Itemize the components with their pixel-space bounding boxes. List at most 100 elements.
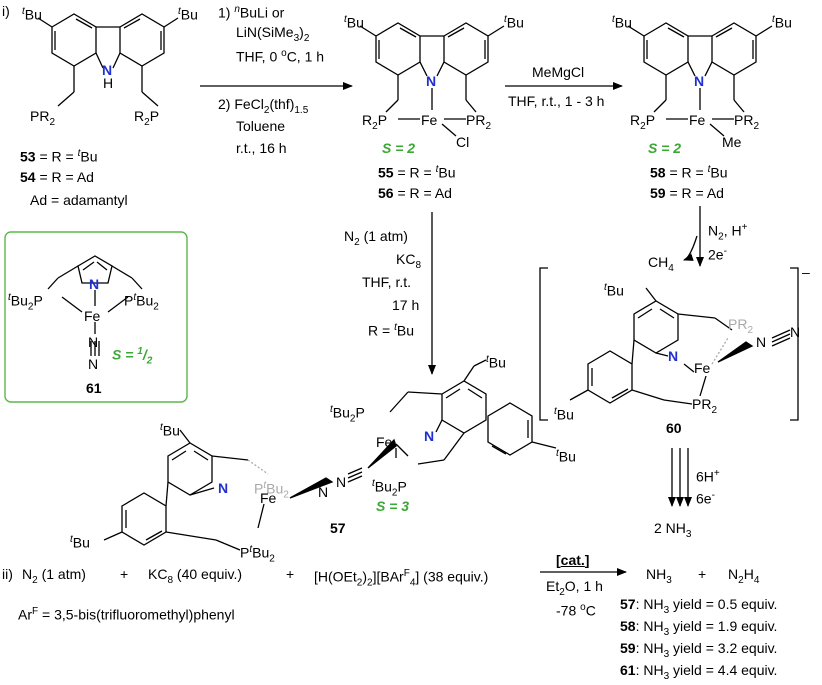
arf-definition: ArF = 3,5-bis(trifluoromethyl)phenyl xyxy=(18,606,235,623)
iron-atom: Fe xyxy=(689,112,706,128)
tbu-label: tBu xyxy=(772,14,792,31)
tbu-label: tBu xyxy=(160,422,180,439)
solvent-condition: Et2O, 1 h xyxy=(546,578,603,598)
compound-61-label: 61 xyxy=(86,380,102,396)
anion-charge: – xyxy=(802,264,810,280)
step4-reagent: N2, H+ xyxy=(708,222,748,243)
pr2-group: PR2 xyxy=(466,112,492,132)
step3-line4: 17 h xyxy=(392,297,420,313)
complex-57-structure xyxy=(103,359,557,551)
step1-line3: THF, 0 oC, 1 h xyxy=(236,48,325,65)
ptbu2-group: tBu2P xyxy=(372,478,407,499)
plus-sign: + xyxy=(286,566,295,582)
spin-state-58: S = 2 xyxy=(648,140,682,156)
step1-line6: r.t., 16 h xyxy=(236,140,287,156)
nitrogen-atom: N xyxy=(756,334,767,350)
tbu-label: tBu xyxy=(344,14,364,31)
nitrogen-atom: N xyxy=(102,62,113,78)
step1-line4: 2) FeCl2(thf)1.5 xyxy=(218,96,309,116)
nitrogen-atom: N xyxy=(218,480,229,496)
tbu-label: tBu xyxy=(612,14,632,31)
nitrogen-atom: N xyxy=(318,484,329,500)
iron-atom: Fe xyxy=(694,360,711,376)
compound-59-def: 59 = R = Ad xyxy=(650,185,724,201)
step3-line1: N2 (1 atm) xyxy=(344,228,408,248)
step4-methane: CH4 xyxy=(648,254,674,274)
compound-54-def: 54 = R = Ad xyxy=(20,169,94,185)
part-i-label: i) xyxy=(2,3,10,19)
ptbu2-group: tBu2P xyxy=(8,292,43,313)
ligand-53-structure xyxy=(37,13,179,107)
tbu-label: tBu xyxy=(556,448,576,465)
tbu-label: tBu xyxy=(554,406,574,423)
step5-product: 2 NH3 xyxy=(654,520,692,540)
yield-row: 61: NH3 yield = 4.4 equiv. xyxy=(620,662,778,682)
complex-60-structure xyxy=(539,267,799,421)
catalyst-label: [cat.] xyxy=(556,552,590,568)
tbu-label: tBu xyxy=(504,14,524,31)
pr2-group: PR2 xyxy=(692,396,718,416)
complex-61-structure xyxy=(47,255,143,356)
plus-sign: + xyxy=(698,566,707,582)
nitrogen-atom: N xyxy=(89,276,100,292)
iron-atom: Fe xyxy=(84,308,101,324)
reagent-kc8: KC8 (40 equiv.) xyxy=(148,566,243,586)
step5-protons: 6H+ xyxy=(696,468,720,485)
r2p-group: R2P xyxy=(134,108,160,128)
arrow-step4-curve xyxy=(683,235,698,261)
step1-line1: 1) nBuLi or xyxy=(218,4,285,21)
yield-row: 57: NH3 yield = 0.5 equiv. xyxy=(620,596,778,616)
compound-57-label: 57 xyxy=(330,520,346,536)
step3-line2: KC8 xyxy=(396,251,422,271)
product-nh3: NH3 xyxy=(646,566,672,586)
step3-line3: THF, r.t. xyxy=(362,274,411,290)
nitrogen-atom: N xyxy=(88,334,99,350)
chloride-atom: Cl xyxy=(456,134,470,150)
nitrogen-atom: N xyxy=(88,356,99,372)
ptbu2-group: tBu2P xyxy=(330,404,365,425)
pr2-group: PR2 xyxy=(734,112,760,132)
compound-56-def: 56 = R = Ad xyxy=(378,185,452,201)
r2p-group: R2P xyxy=(362,112,388,132)
reagent-n2: N2 (1 atm) xyxy=(22,566,86,586)
step3-line5: R = tBu xyxy=(368,322,414,339)
reagent-acid: [H(OEt2)2][BArF4] (38 equiv.) xyxy=(314,568,489,589)
compound-55-def: 55 = R = tBu xyxy=(378,164,456,181)
r2p-group: R2P xyxy=(630,112,656,132)
tbu-label: tBu xyxy=(486,354,506,371)
step5-electrons: 6e- xyxy=(696,490,715,507)
compound-60-label: 60 xyxy=(666,420,682,436)
iron-atom: Fe xyxy=(260,490,277,506)
nitrogen-atom: N xyxy=(426,73,437,89)
temperature-condition: -78 oC xyxy=(556,602,596,619)
iron-atom: Fe xyxy=(421,112,438,128)
nitrogen-atom: N xyxy=(336,474,347,490)
nitrogen-atom: N xyxy=(668,348,679,364)
methyl-group: Me xyxy=(722,134,742,150)
ptbu2-group: PtBu2 xyxy=(240,544,275,565)
product-n2h4: N2H4 xyxy=(728,566,760,586)
pr2-group-grey: PR2 xyxy=(728,316,754,336)
tbu-label: tBu xyxy=(70,534,90,551)
complex-61-box xyxy=(4,231,188,403)
nitrogen-atom: N xyxy=(790,324,801,340)
part-ii-label: ii) xyxy=(2,566,13,582)
tbu-label: tBu xyxy=(178,6,198,23)
compound-58-def: 58 = R = tBu xyxy=(650,164,728,181)
tbu-label: tBu xyxy=(604,282,624,299)
step1-line5: Toluene xyxy=(236,118,286,134)
compound-53-def: 53 = R = tBu xyxy=(20,148,98,165)
ptbu2-group: PtBu2 xyxy=(124,292,159,313)
nitrogen-atom: N xyxy=(694,73,705,89)
tbu-label: tBu xyxy=(22,6,42,23)
yield-row: 59: NH3 yield = 3.2 equiv. xyxy=(620,640,778,660)
step2-line2: THF, r.t., 1 - 3 h xyxy=(508,93,605,109)
pr2-group: PR2 xyxy=(30,108,56,128)
step4-electrons: 2e- xyxy=(708,246,727,263)
complex-58-structure xyxy=(627,22,773,137)
plus-sign: + xyxy=(120,566,129,582)
step2-line1: MeMgCl xyxy=(532,64,585,80)
yield-row: 58: NH3 yield = 1.9 equiv. xyxy=(620,618,778,638)
adamantyl-def: Ad = adamantyl xyxy=(30,192,128,208)
